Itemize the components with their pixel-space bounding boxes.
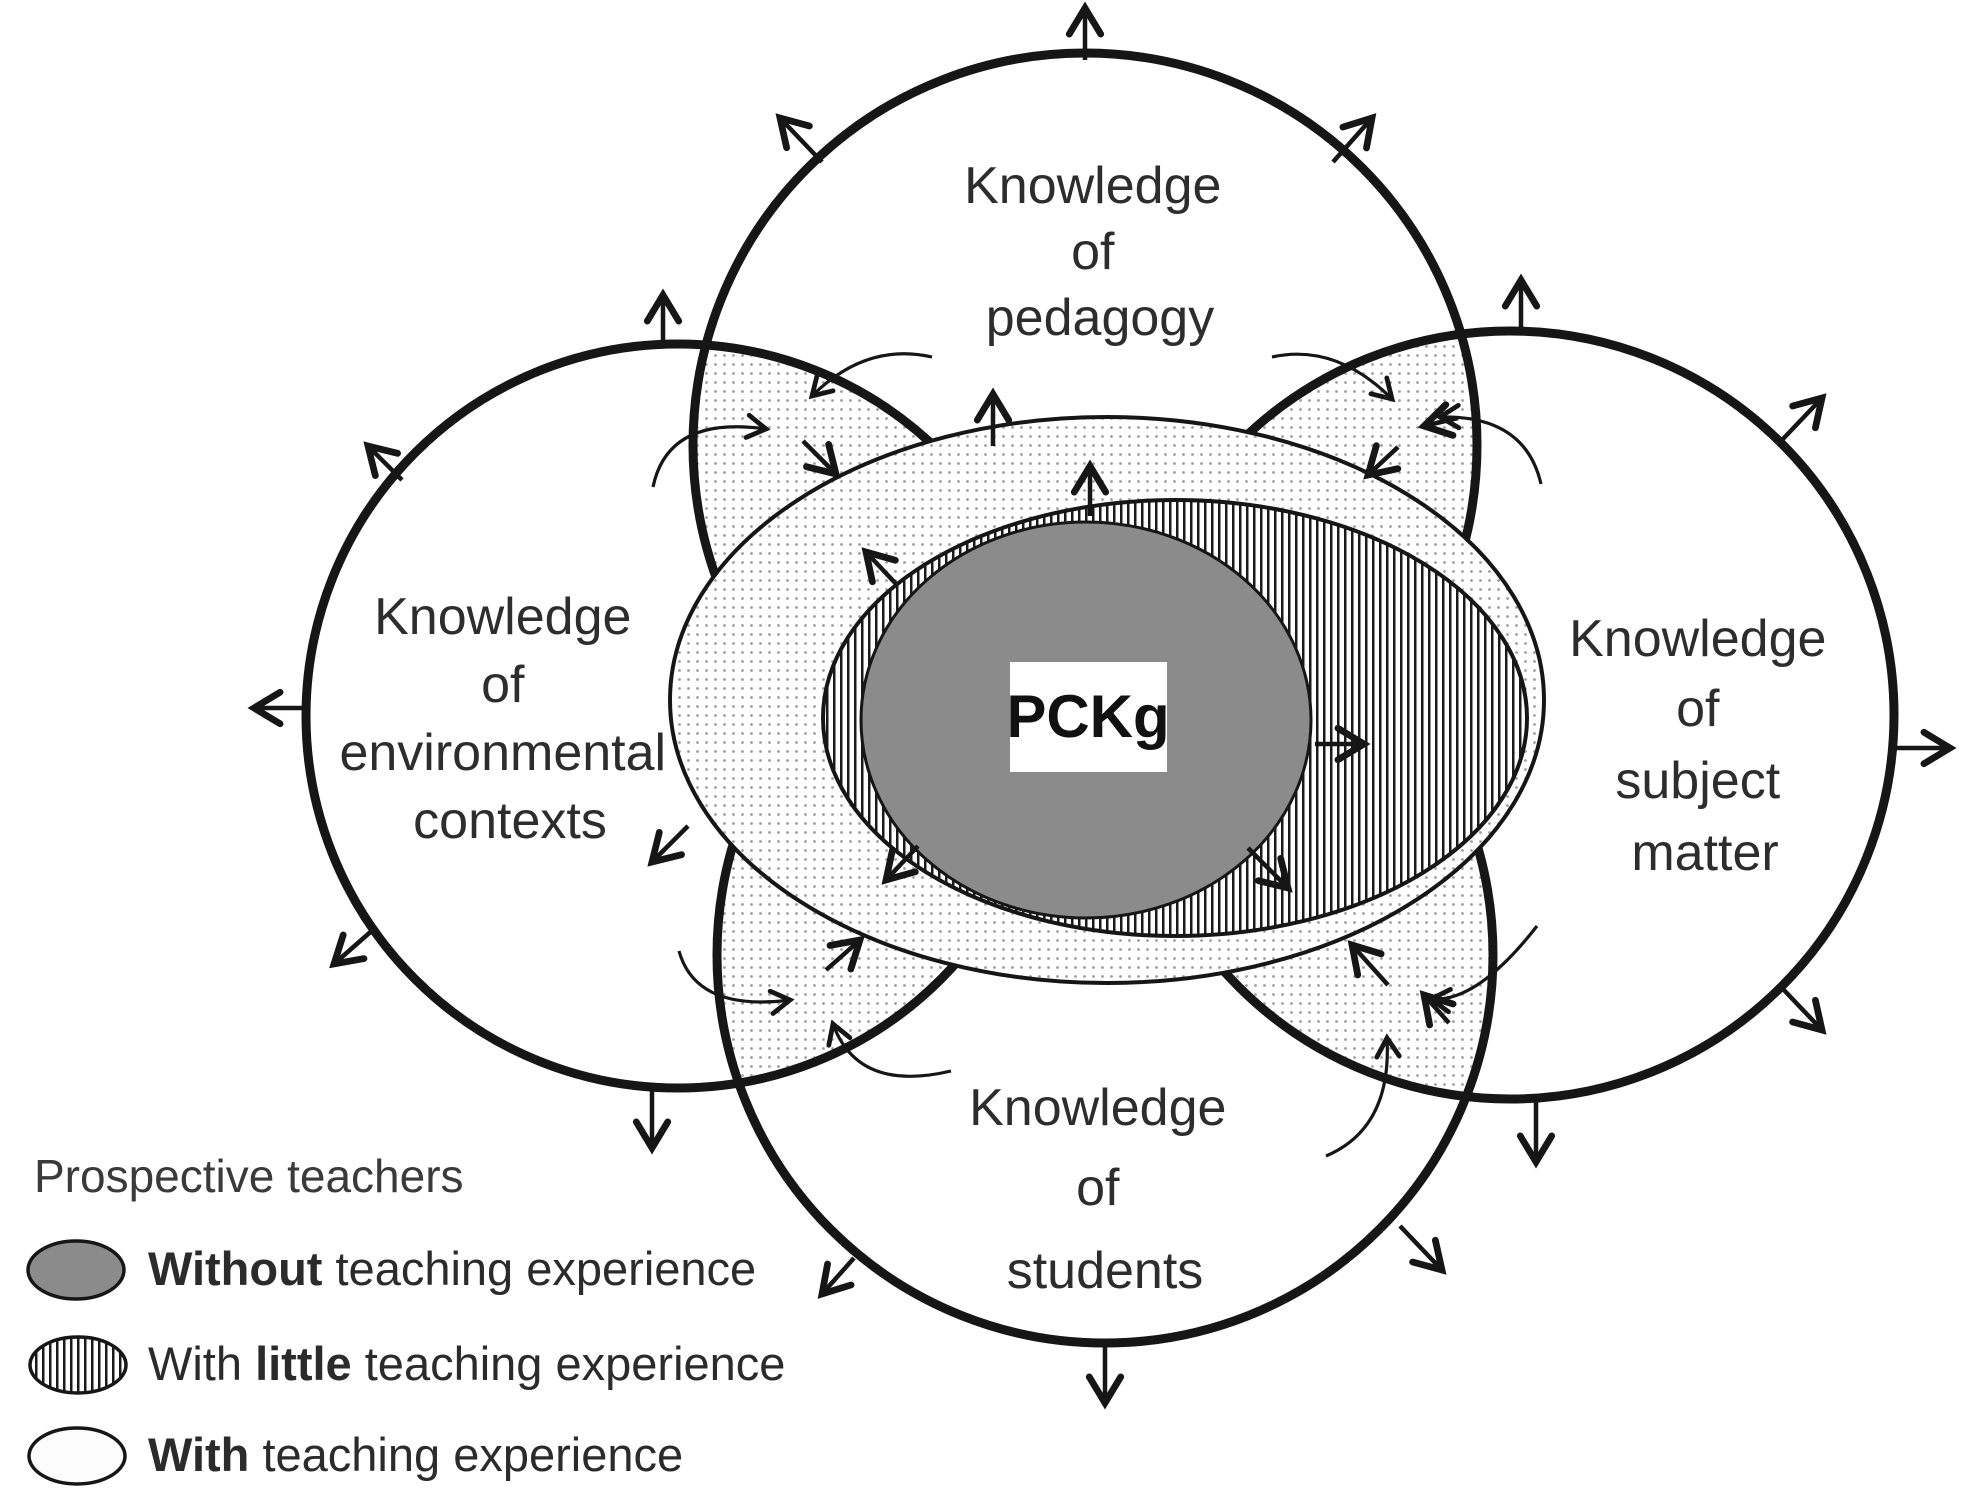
arrow-gray-upleft: [861, 547, 900, 588]
label-environmental-line1: Knowledge: [374, 588, 631, 646]
label-students-line1: Knowledge: [969, 1079, 1226, 1137]
legend-swatch-solid-gray: [26, 1239, 126, 1301]
legend-item-little-text: teaching experience: [365, 1337, 786, 1390]
arrow-petal-topright-in: [1363, 442, 1402, 480]
curved-arrows: [651, 352, 1543, 1158]
label-subject: Knowledge of subject matter: [1569, 610, 1841, 882]
label-environmental: Knowledge of environmental contexts: [339, 588, 680, 850]
legend: Prospective teachers Without teaching ex…: [26, 1150, 785, 1486]
curved-arrow-bottomright-b: [1325, 1033, 1402, 1158]
legend-item-little-bold: little: [255, 1337, 352, 1390]
arrow-gray-downright: [1246, 846, 1293, 893]
curved-arrow-topright-b: [1435, 402, 1543, 485]
legend-item-little-pre: With: [148, 1337, 255, 1390]
curved-arrow-bottomleft-b: [826, 1019, 952, 1078]
outward-arrows: [247, 1, 1957, 1410]
label-students: Knowledge of students: [969, 1079, 1241, 1300]
arrow-students-downleft: [817, 1256, 856, 1299]
label-environmental-line4: contexts: [413, 792, 607, 850]
arrow-environmental-upleft: [363, 441, 404, 482]
legend-item-without-bold: Without: [148, 1242, 323, 1295]
arrow-students-downright: [1398, 1224, 1447, 1275]
label-environmental-line3: environmental: [339, 724, 666, 782]
curved-arrow-bottomright-a: [1426, 925, 1539, 1015]
legend-item-with: With teaching experience: [148, 1428, 683, 1481]
curved-arrow-topright-a: [1271, 352, 1396, 403]
curved-arrow-topleft-b: [808, 352, 933, 400]
label-pedagogy-line2: of: [1071, 223, 1115, 281]
legend-item-with-bold: With: [148, 1428, 249, 1481]
arrow-environmental-downleft: [329, 926, 377, 969]
arrow-subject-downright: [1780, 986, 1827, 1035]
pckg-box: [1010, 662, 1167, 772]
arrow-outer-ellipse-downleft: [647, 824, 690, 867]
center-ellipse-arrows: [647, 387, 1371, 893]
curved-arrow-topleft-a: [651, 412, 771, 488]
arrow-pedagogy-upright: [1331, 113, 1377, 164]
legend-swatch-vertical-stripes: [28, 1335, 128, 1395]
label-subject-line4: matter: [1631, 824, 1778, 882]
label-subject-line3: subject: [1615, 752, 1780, 810]
label-subject-line2: of: [1676, 680, 1720, 738]
pckg-label: PCKg: [1006, 683, 1169, 750]
arrow-gray-downleft: [881, 844, 920, 885]
label-pedagogy-line3: pedagogy: [986, 289, 1214, 347]
curved-arrow-bottomleft-a: [677, 950, 795, 1016]
arrow-petal-bottomleft-in: [824, 935, 865, 973]
label-pedagogy-line1: Knowledge: [964, 157, 1221, 215]
arrow-petal-bottomright-in: [1347, 940, 1390, 987]
label-students-line2: of: [1076, 1159, 1120, 1217]
label-environmental-line2: of: [481, 656, 525, 714]
label-subject-line1: Knowledge: [1569, 610, 1826, 668]
arrow-petal-topleft-in: [801, 439, 841, 479]
legend-item-without-text: teaching experience: [336, 1242, 757, 1295]
arrow-subject-upright: [1780, 393, 1827, 442]
legend-item-with-text: teaching experience: [262, 1428, 683, 1481]
label-students-line3: students: [1007, 1242, 1204, 1300]
arrow-pedagogy-upleft: [775, 113, 824, 164]
legend-swatch-white: [27, 1426, 127, 1486]
legend-heading: Prospective teachers: [34, 1150, 464, 1202]
legend-item-little: With little teaching experience: [148, 1337, 785, 1390]
legend-item-without: Without teaching experience: [148, 1242, 756, 1295]
label-pedagogy: Knowledge of pedagogy: [964, 157, 1236, 347]
